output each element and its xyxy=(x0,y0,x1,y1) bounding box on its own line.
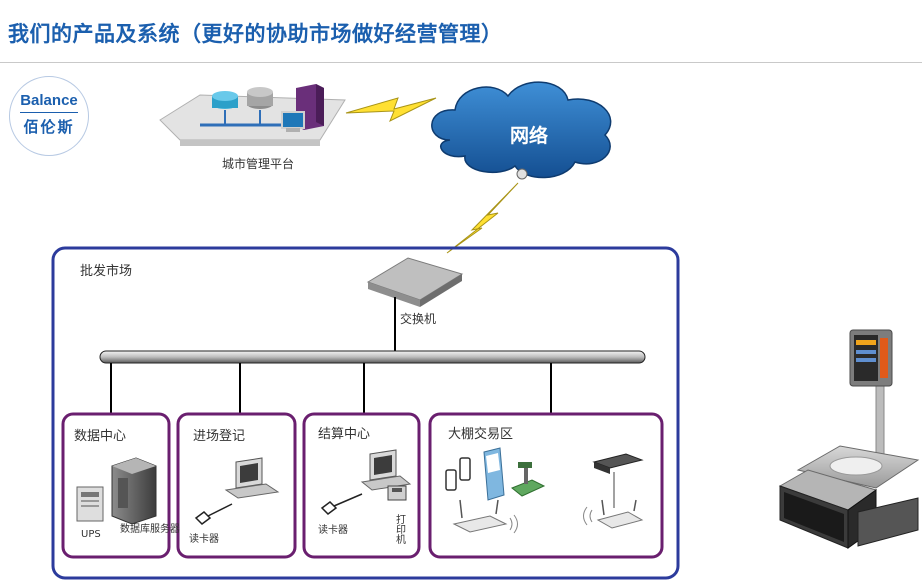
wireless-access-point-left-icon xyxy=(452,499,518,534)
title-divider xyxy=(0,62,922,63)
switch-small-icon xyxy=(592,453,644,508)
data-center-zone xyxy=(61,412,171,559)
page-title: 我们的产品及系统（更好的协助市场做好经营管理） xyxy=(8,22,503,46)
card-terminal-icon xyxy=(445,457,471,491)
printer-icon xyxy=(387,485,407,501)
ups-label: UPS xyxy=(81,529,101,540)
printer-label: 打印机 xyxy=(394,513,406,545)
network-backbone-bus xyxy=(99,350,646,364)
settlement-computer-icon xyxy=(360,449,412,491)
registration-computer-icon xyxy=(224,457,280,499)
settlement-reader-label: 读卡器 xyxy=(318,523,348,536)
registration-reader-label: 读卡器 xyxy=(189,532,219,545)
wireless-link-platform xyxy=(345,97,437,123)
logo-chinese-text: 佰伦斯 xyxy=(23,118,75,136)
data-center-title: 数据中心 xyxy=(74,429,126,444)
registration-zone xyxy=(176,412,297,559)
registration-card-reader-icon xyxy=(194,503,233,525)
shed-trading-title: 大棚交易区 xyxy=(448,426,513,442)
wireless-access-point-right-icon xyxy=(583,499,644,529)
shed-trading-zone xyxy=(428,412,664,559)
settlement-card-reader-icon xyxy=(320,493,363,515)
database-server-label: 数据库服务器 xyxy=(120,522,180,535)
price-computing-scale-icon xyxy=(778,329,920,549)
database-server-icon xyxy=(111,457,157,525)
city-platform-illustration xyxy=(159,84,346,146)
network-switch-icon xyxy=(366,257,464,307)
logo-english-text: Balance xyxy=(20,92,78,109)
company-logo: Balance 佰伦斯 xyxy=(9,76,89,156)
wholesale-market-label: 批发市场 xyxy=(80,263,132,279)
wireless-link-switch xyxy=(446,182,519,254)
city-platform-label: 城市管理平台 xyxy=(222,156,294,171)
switch-label: 交换机 xyxy=(400,311,436,326)
electronic-scale-small-icon xyxy=(511,462,546,497)
registration-title: 进场登记 xyxy=(193,429,245,444)
logo-rule xyxy=(20,112,78,113)
network-label: 网络 xyxy=(510,124,548,147)
wholesale-market-boundary xyxy=(51,246,680,580)
settlement-zone xyxy=(302,412,421,559)
settlement-title: 结算中心 xyxy=(318,427,370,442)
ups-icon xyxy=(76,486,104,522)
self-service-kiosk-icon xyxy=(483,447,505,501)
network-cloud-icon xyxy=(431,81,612,180)
